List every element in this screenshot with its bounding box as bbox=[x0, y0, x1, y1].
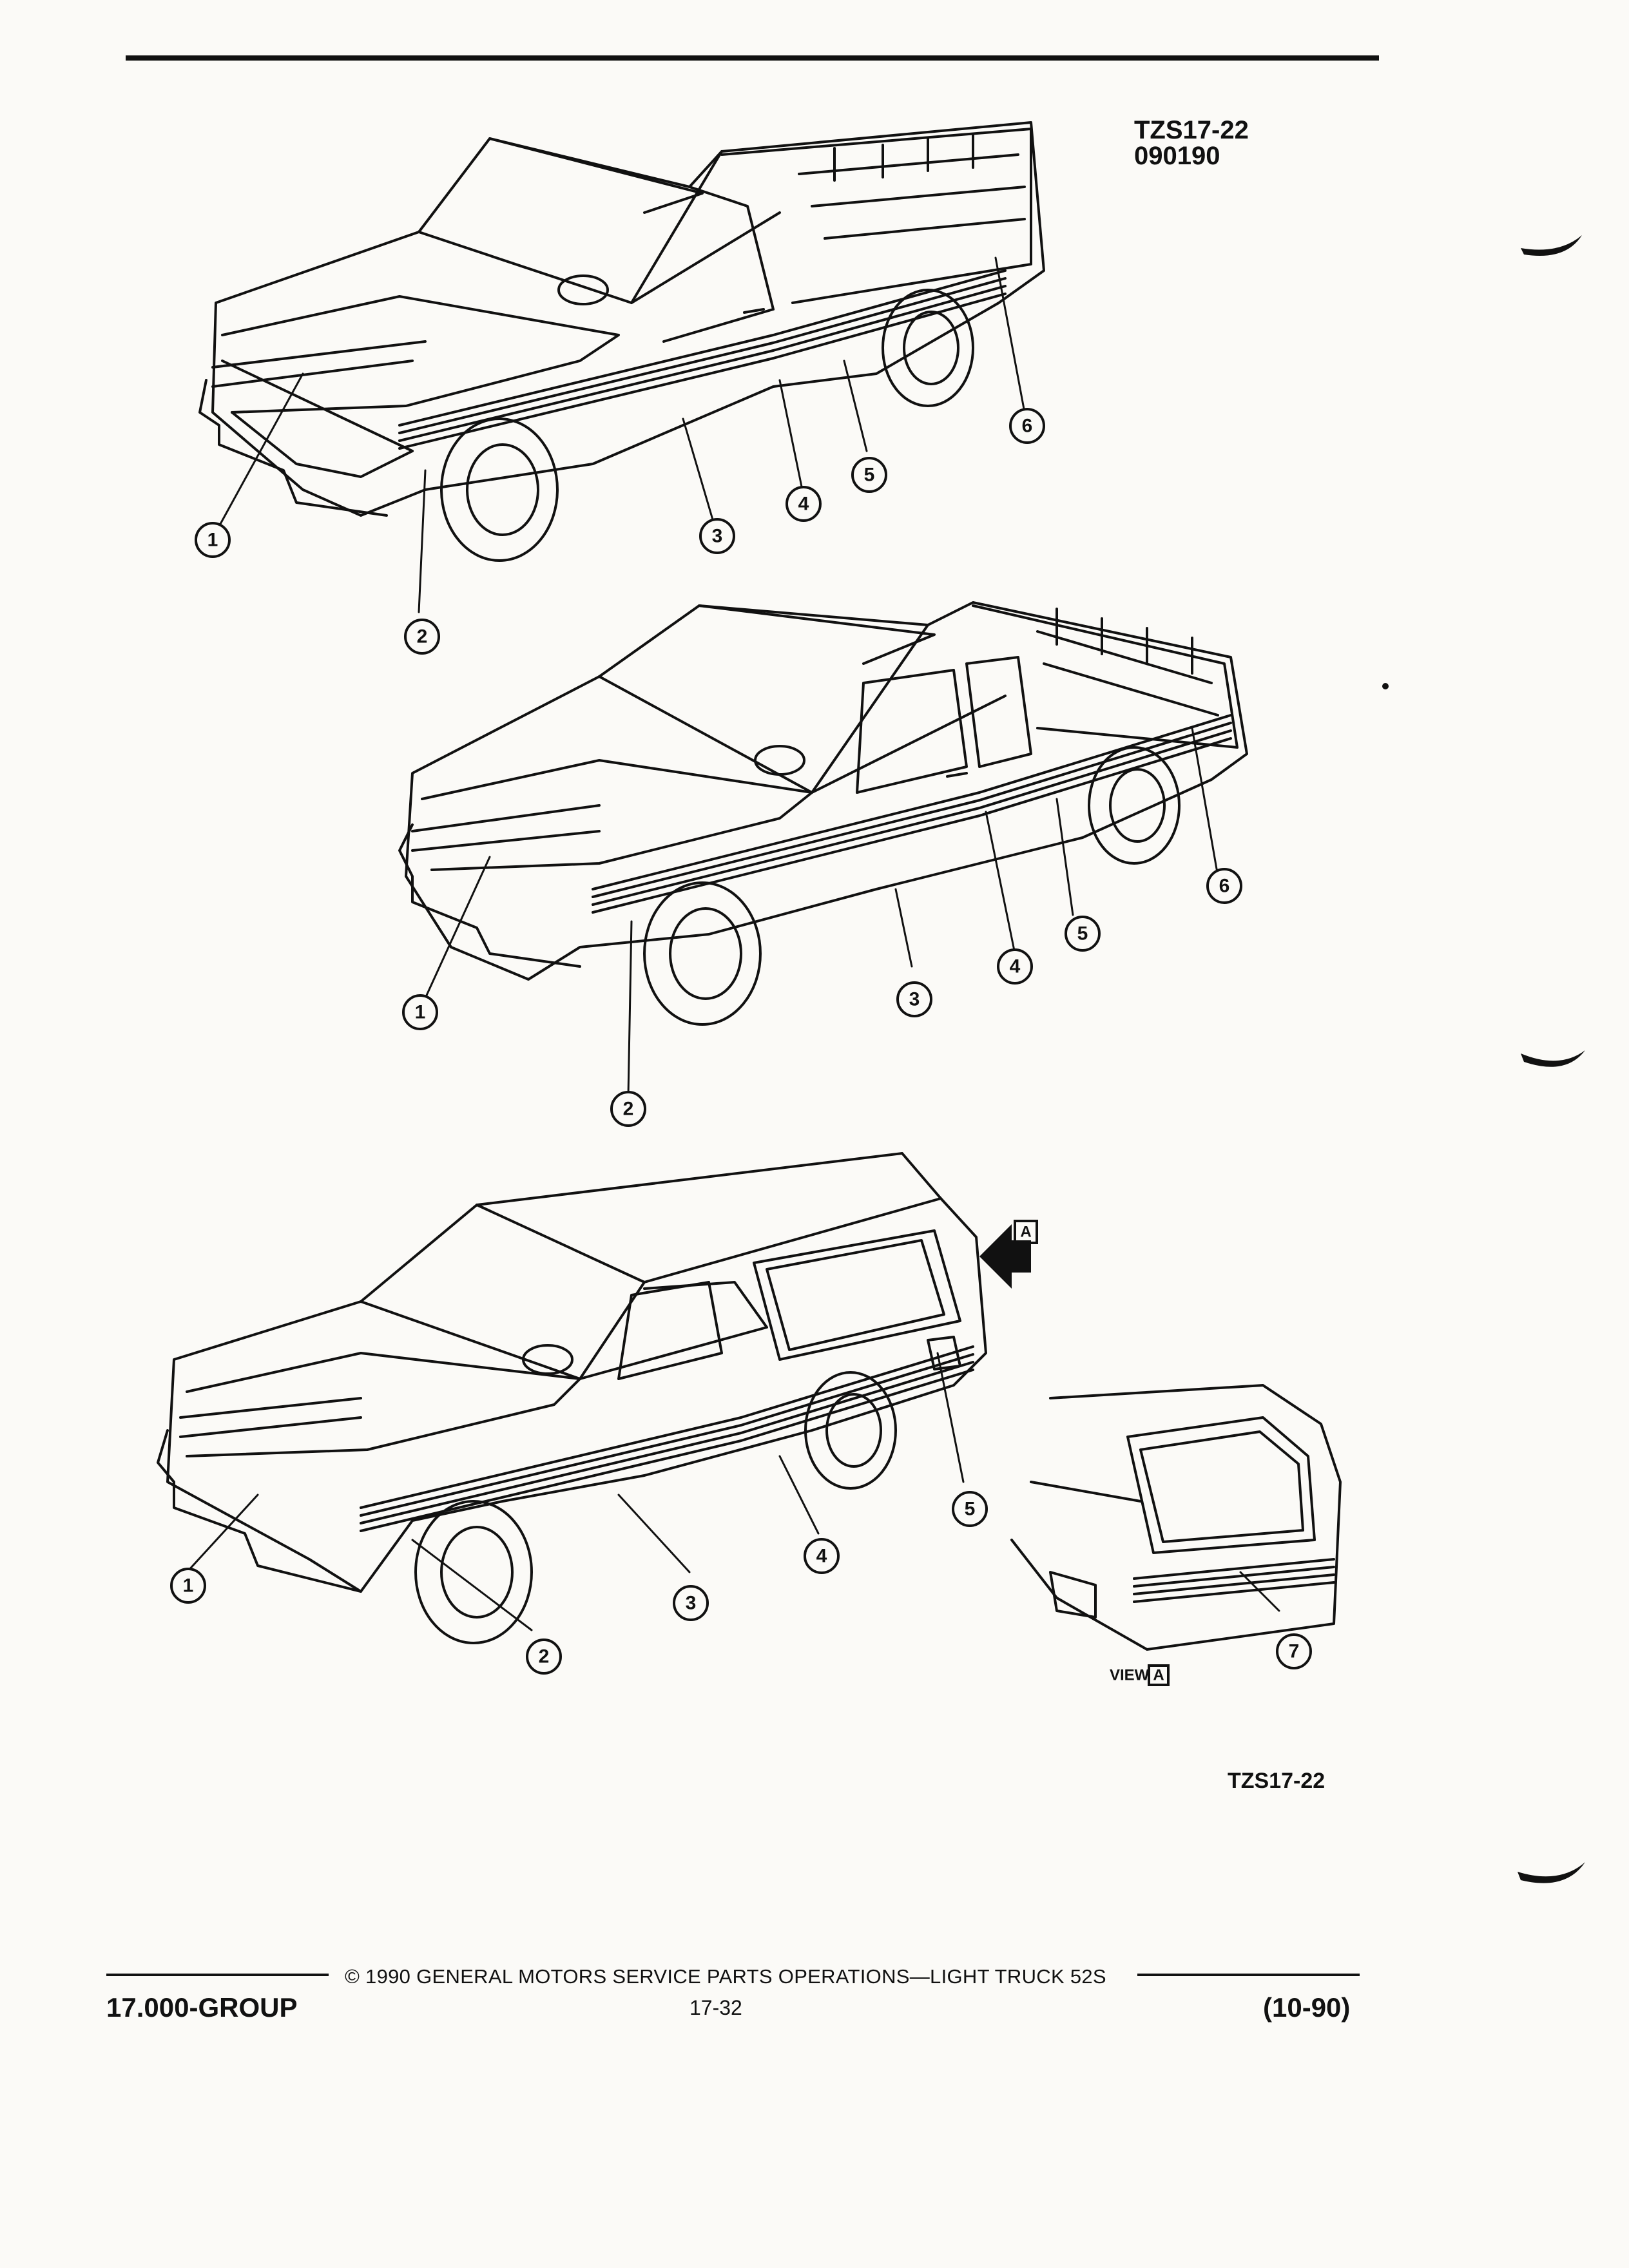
callout-v3-2: 2 bbox=[539, 1646, 550, 1667]
view-arrow bbox=[979, 1224, 1031, 1289]
callout-v1-4: 4 bbox=[798, 494, 809, 515]
callout-v1-1: 1 bbox=[207, 530, 218, 551]
callout-v1-5: 5 bbox=[864, 465, 875, 486]
footer-rule-left bbox=[106, 1974, 329, 1976]
footer-page-number: 17-32 bbox=[689, 1996, 742, 2019]
view-letter: A bbox=[1153, 1667, 1164, 1684]
footer-group: 17.000-GROUP bbox=[106, 1992, 298, 2023]
figure-date: 090190 bbox=[1134, 142, 1220, 170]
figure-code-bottom: TZS17-22 bbox=[1228, 1769, 1325, 1793]
view-a-rear-detail bbox=[1010, 1384, 1342, 1651]
footer-rule-right bbox=[1137, 1974, 1360, 1976]
pickup-extended-cab bbox=[398, 601, 1248, 1026]
callout-view-7: 7 bbox=[1289, 1641, 1300, 1662]
callout-v3-4: 4 bbox=[816, 1546, 827, 1567]
callout-v2-1: 1 bbox=[415, 1002, 426, 1023]
callout-v2-2: 2 bbox=[623, 1099, 634, 1120]
utility-vehicle bbox=[157, 1152, 987, 1644]
arrow-letter: A bbox=[1020, 1224, 1031, 1241]
binding-marks bbox=[1382, 235, 1585, 1883]
callout-v1-2: 2 bbox=[417, 626, 428, 648]
view-label: VIEW bbox=[1110, 1667, 1150, 1684]
callout-v1-3: 3 bbox=[712, 526, 723, 547]
callout-v3-1: 1 bbox=[183, 1575, 194, 1597]
footer-copyright: © 1990 GENERAL MOTORS SERVICE PARTS OPER… bbox=[345, 1965, 1106, 1988]
top-rule bbox=[126, 55, 1379, 61]
callout-v2-3: 3 bbox=[909, 989, 920, 1010]
figure-code-block: TZS17-22 090190 bbox=[1134, 117, 1249, 169]
pickup-regular-cab bbox=[198, 121, 1045, 562]
callout-v3-5: 5 bbox=[965, 1499, 976, 1520]
callout-v2-4: 4 bbox=[1010, 956, 1021, 977]
callout-v3-3: 3 bbox=[686, 1593, 697, 1614]
footer-revision: (10-90) bbox=[1263, 1992, 1351, 2023]
figure-code: TZS17-22 bbox=[1134, 116, 1249, 144]
callout-v2-5: 5 bbox=[1077, 923, 1088, 945]
callout-v1-6: 6 bbox=[1022, 416, 1033, 437]
callout-v2-6: 6 bbox=[1219, 876, 1230, 897]
